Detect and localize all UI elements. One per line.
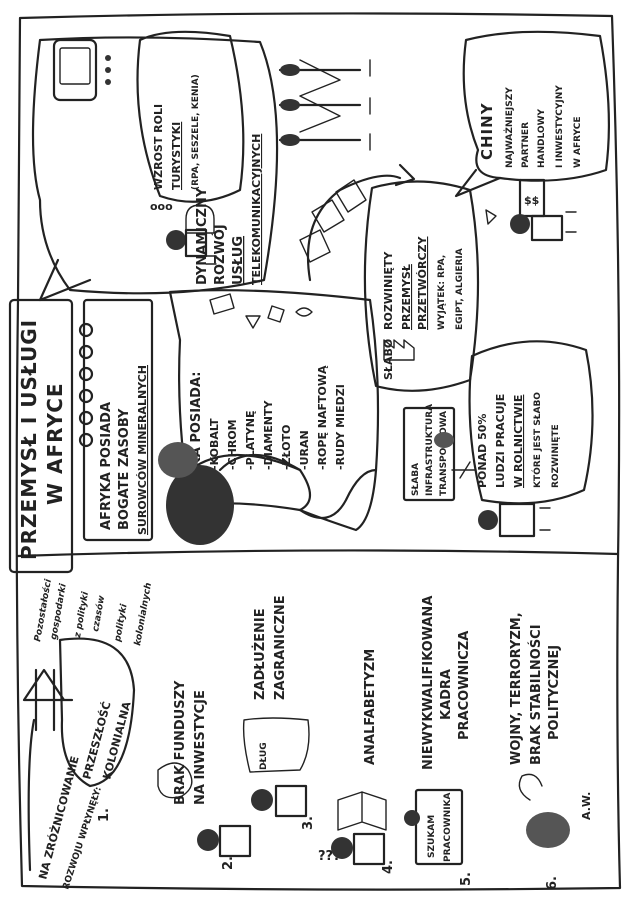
- agri-line5: ROZWINIĘTE: [551, 424, 561, 488]
- cause-6-number: 6.: [545, 876, 560, 890]
- industry-line2: ROZWINIĘTY: [382, 251, 395, 330]
- resource-item: -KOBALT: [208, 418, 221, 470]
- industry-line4: PRZETWÓRCZY: [416, 235, 429, 330]
- job-sign-line1: SZUKAM: [427, 815, 437, 858]
- cause-6-line1: WOJNY, TERRORYZM,: [509, 612, 524, 765]
- cause-4-line1: ANALFABETYZM: [363, 649, 378, 765]
- china-line5: W AFRYCE: [573, 116, 583, 168]
- china-line1: NAJWAŻNIEJSZY: [504, 87, 515, 168]
- resource-item: -CHROM: [226, 419, 239, 470]
- agri-line1: PONAD 50%: [476, 414, 489, 488]
- africa-globe-doodle: [158, 442, 312, 545]
- phone-dots: ooo: [150, 200, 173, 213]
- cause-1-colonial: 1. PRZESZŁOŚĆ KOLONIALNA Pozostałości go…: [22, 577, 154, 822]
- infra-line2: INFRASTRUKTURA: [425, 404, 435, 496]
- resource-item: -PLATYNĘ: [244, 411, 257, 471]
- author-signature: A.W.: [580, 792, 593, 820]
- agri-line4: KTÓRE JEST SŁABO: [531, 392, 543, 488]
- cause-1-number: 1.: [97, 808, 112, 822]
- tourism-line2: TURYSTYKI: [170, 122, 183, 190]
- telecom-bubble: DYNAMICZNY ROZWÓJ USŁUG TELEKOMUNIKACYJN…: [31, 36, 279, 302]
- resources-box-line2: BOGATE ZASOBY: [117, 408, 132, 530]
- resource-item: -ROPĘ NAFTOWĄ: [316, 365, 329, 470]
- farmer-person-doodle: [451, 461, 551, 538]
- agri-line3: W ROLNICTWIE: [512, 395, 525, 488]
- cause-5-number: 5.: [459, 872, 474, 886]
- cause-5-line2: KADRA: [439, 669, 454, 720]
- tourist-person-doodle: [166, 204, 217, 265]
- infra-line3: TRANSPORTOWA: [439, 411, 449, 496]
- cause-2-line2: NA INWESTYCJE: [193, 690, 208, 805]
- resources-box-line1: AFRYKA POSIADA: [99, 402, 114, 530]
- cause-6-line2: BRAK STABILNOŚCI: [528, 624, 544, 765]
- agri-line2: LUDZI PRACUJE: [494, 394, 507, 488]
- cause-5-line3: PRACOWNICZA: [457, 631, 472, 740]
- industry-line5: WYJĄTEK: RPA,: [437, 255, 447, 330]
- title-box: PRZEMYSŁ I USŁUGI W AFRYCE: [8, 298, 74, 574]
- cause-3-number: 3.: [301, 816, 316, 830]
- kiosk-label: $$: [524, 194, 539, 207]
- china-title: CHINY: [478, 102, 496, 160]
- tourism-bubble: WZROST ROLI TURYSTYKI (RPA, SESZELE, KEN…: [136, 30, 245, 213]
- resource-item: -URAN: [298, 430, 311, 470]
- industry-bubble: SŁABO ROZWINIĘTY PRZEMYSŁ PRZETWÓRCZY WY…: [363, 180, 480, 392]
- cause-6-line3: POLITYCZNEJ: [547, 645, 562, 740]
- mineral-doodles: [209, 293, 313, 329]
- cause-3-line2: ZAGRANICZNE: [273, 595, 288, 700]
- colonial-note-2: gospodarki: [49, 582, 69, 640]
- title-line2: W AFRYCE: [43, 382, 67, 505]
- paper-arrow-doodle: [299, 163, 416, 282]
- mobile-phone-icon: [52, 38, 111, 102]
- cause-4-illiteracy: 4. ??? ANALFABETYZM: [318, 649, 396, 874]
- infra-line1: SŁABA: [411, 463, 421, 496]
- resource-item: -ZŁOTO: [280, 425, 293, 470]
- telecom-line4: TELEKOMUNIKACYJNYCH: [250, 134, 263, 285]
- debt-sign: DŁUG: [259, 742, 269, 770]
- telecom-line1: DYNAMICZNY: [195, 187, 210, 285]
- colonial-note-6: kolonialnych: [133, 582, 154, 647]
- tourism-line1: WZROST ROLI: [152, 104, 165, 190]
- title-line1: PRZEMYSŁ I USŁUGI: [17, 319, 41, 560]
- industry-line6: EGIPT, ALGIERIA: [455, 248, 465, 330]
- cause-5-line1: NIEWYKWALIFIKOWANA: [421, 596, 436, 770]
- notebook-outline: [15, 12, 622, 891]
- china-line4: I INWESTYCYJNY: [555, 85, 565, 168]
- trader-doodle: $$: [485, 178, 577, 242]
- cause-2-no-funds: 2. BRAK FUNDUSZY NA INWESTYCJE: [157, 680, 252, 870]
- job-sign-line2: PRACOWNIKA: [443, 792, 453, 862]
- cause-6-wars: 6. WOJNY, TERRORYZM, BRAK STABILNOŚCI PO…: [509, 612, 570, 890]
- agriculture-bubble: PONAD 50% LUDZI PRACUJE W ROLNICTWIE KTÓ…: [468, 340, 594, 505]
- china-line3: HANDLOWY: [537, 109, 547, 168]
- cause-3-debt: 3. DŁUG ZADŁUŻENIE ZAGRANICZNE: [242, 595, 316, 830]
- resources-box: AFRYKA POSIADA BOGATE ZASOBY SUROWCÓW MI…: [78, 298, 154, 542]
- cause-3-line1: ZADŁUŻENIE: [252, 608, 268, 700]
- colonial-note-5: polityki: [113, 602, 130, 643]
- resource-item: -DIAMENTY: [262, 400, 275, 470]
- trees-doodle: [278, 59, 371, 151]
- infrastructure-box: SŁABA INFRASTRUKTURA TRANSPORTOWA: [402, 404, 456, 502]
- cause-2-number: 2.: [221, 856, 236, 870]
- telecom-line3: USŁUG: [231, 236, 246, 285]
- china-bubble: CHINY NAJWAŻNIEJSZY PARTNER HANDLOWY I I…: [454, 30, 610, 198]
- colonial-note-3: z polityki: [73, 590, 91, 639]
- cause-5-workforce: 5. SZUKAM PRACOWNIKA NIEWYKWALIFIKOWANA …: [404, 596, 474, 886]
- resource-item: -RUDY MIEDZI: [334, 384, 347, 470]
- telecom-line2: ROZWÓJ: [212, 224, 228, 285]
- industry-line3: PRZEMYSŁ: [400, 264, 413, 330]
- colonial-note-4: czasów: [90, 594, 107, 633]
- resources-box-line3: SUROWCÓW MINERALNYCH: [136, 365, 149, 535]
- tourism-line3: (RPA, SESZELE, KENIA): [191, 74, 201, 190]
- coin-chain: [78, 322, 94, 448]
- china-line2: PARTNER: [521, 122, 531, 168]
- cause-2-line1: BRAK FUNDUSZY: [173, 680, 188, 805]
